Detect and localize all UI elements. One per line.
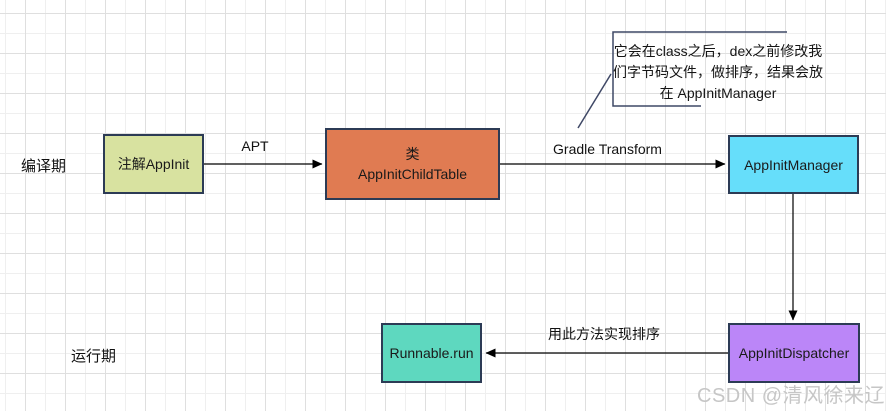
stage-label-compile-time: 编译期 — [21, 158, 67, 175]
stage-label-runtime: 运行期 — [71, 348, 117, 365]
note-line: 在 AppInitManager — [659, 85, 777, 101]
node-label: AppInitChildTable — [358, 166, 467, 182]
node-annotation-appinit: 注解AppInit — [103, 134, 204, 194]
note-line: 它会在class之后，dex之前修改我 — [613, 43, 823, 59]
node-label: Runnable.run — [389, 345, 474, 361]
edge-label-sort-method: 用此方法实现排序 — [548, 326, 660, 342]
note-leader-line — [577, 73, 612, 129]
note-callout: 它会在class之后，dex之前修改我 们字节码文件，做排序，结果会放 在 Ap… — [613, 41, 823, 104]
node-label: 注解AppInit — [117, 156, 190, 172]
node-appinit-dispatcher: AppInitDispatcher — [728, 323, 860, 383]
node-label: AppInitManager — [744, 156, 843, 173]
note-border — [612, 31, 787, 107]
note-line: 们字节码文件，做排序，结果会放 — [613, 64, 823, 80]
node-appinit-manager: AppInitManager — [728, 135, 859, 194]
edge-label-apt: APT — [241, 138, 269, 154]
node-runnable-run: Runnable.run — [381, 323, 482, 383]
node-label: AppInitDispatcher — [738, 345, 850, 361]
edge-label-gradle-transform: Gradle Transform — [553, 141, 662, 157]
csdn-watermark: CSDN @清风徐来辽 — [697, 385, 886, 407]
node-appinit-child-table: 类 AppInitChildTable — [325, 128, 500, 200]
node-label: 类 — [405, 146, 420, 162]
